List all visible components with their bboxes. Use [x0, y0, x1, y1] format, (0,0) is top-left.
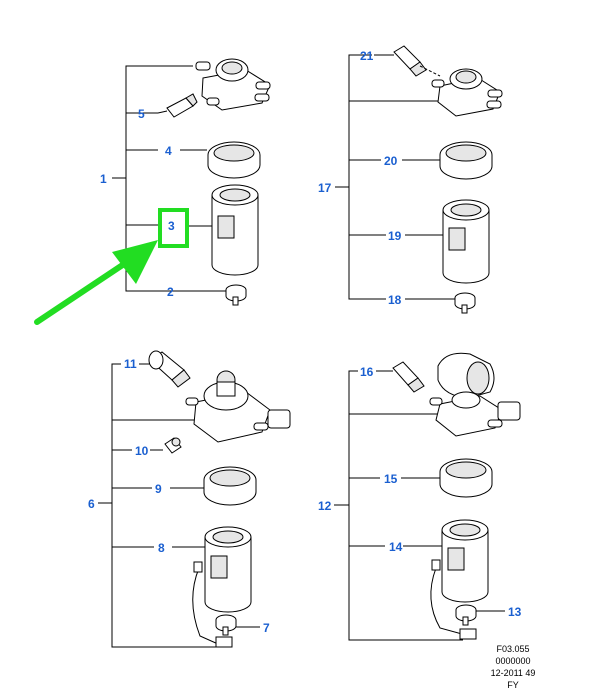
callout-10: 10 [135, 444, 149, 458]
pointer-arrow [34, 240, 158, 325]
callout-15: 15 [384, 472, 398, 486]
filter-head-17 [431, 68, 503, 117]
retaining-ring-9 [203, 466, 257, 506]
valve-10 [164, 437, 182, 454]
filter-head-1 [195, 58, 271, 111]
ref-line-2: 0000000 [495, 656, 530, 666]
assembly-1: 1 5 4 3 2 [34, 58, 271, 325]
ref-line-1: F03.055 [496, 644, 529, 654]
retaining-ring-20 [439, 141, 493, 180]
filter-head-6 [185, 370, 291, 443]
wiring-harness-14 [430, 559, 477, 640]
callout-12: 12 [318, 499, 332, 513]
drain-plug-13 [455, 604, 477, 626]
retaining-ring-4 [207, 141, 261, 179]
reference-block: F03.055 0000000 12-2011 49 FY [491, 644, 536, 690]
heater-unit-12 [437, 352, 495, 399]
ref-line-4: FY [507, 680, 519, 690]
callout-3: 3 [168, 219, 175, 233]
callout-20: 20 [384, 154, 398, 168]
retaining-ring-15 [439, 458, 493, 498]
filter-element-3 [211, 184, 259, 276]
filter-element-14 [441, 519, 489, 603]
callout-14: 14 [389, 540, 403, 554]
drain-plug-7 [215, 614, 237, 636]
sensor-5 [166, 93, 198, 118]
filter-element-19 [442, 199, 490, 284]
callout-17: 17 [318, 181, 332, 195]
highlight-box [158, 208, 189, 248]
assembly-6: 6 11 10 9 8 7 [88, 350, 291, 648]
callout-4: 4 [165, 144, 172, 158]
drain-plug-18 [454, 292, 476, 314]
callout-21: 21 [360, 49, 374, 63]
callout-1: 1 [100, 172, 107, 186]
filter-head-12 [429, 391, 521, 437]
drain-plug-2 [225, 284, 247, 306]
callout-9: 9 [155, 482, 162, 496]
callout-2: 2 [167, 285, 174, 299]
sensor-11 [148, 350, 191, 388]
callout-11: 11 [124, 357, 137, 371]
assembly-12: 12 16 15 14 13 [318, 352, 522, 641]
callout-18: 18 [388, 293, 402, 307]
callout-6: 6 [88, 497, 95, 511]
callout-5: 5 [138, 107, 145, 121]
callout-19: 19 [388, 229, 402, 243]
callout-7: 7 [263, 621, 270, 635]
callout-13: 13 [508, 605, 522, 619]
wiring-harness-8 [192, 561, 233, 648]
sensor-16 [392, 361, 425, 393]
filter-element-8 [204, 526, 252, 613]
sensor-21 [393, 45, 441, 77]
callout-8: 8 [158, 541, 165, 555]
assembly-17: 17 21 20 19 18 [318, 45, 503, 314]
callout-16: 16 [360, 365, 374, 379]
ref-line-3: 12-2011 49 [491, 668, 536, 678]
